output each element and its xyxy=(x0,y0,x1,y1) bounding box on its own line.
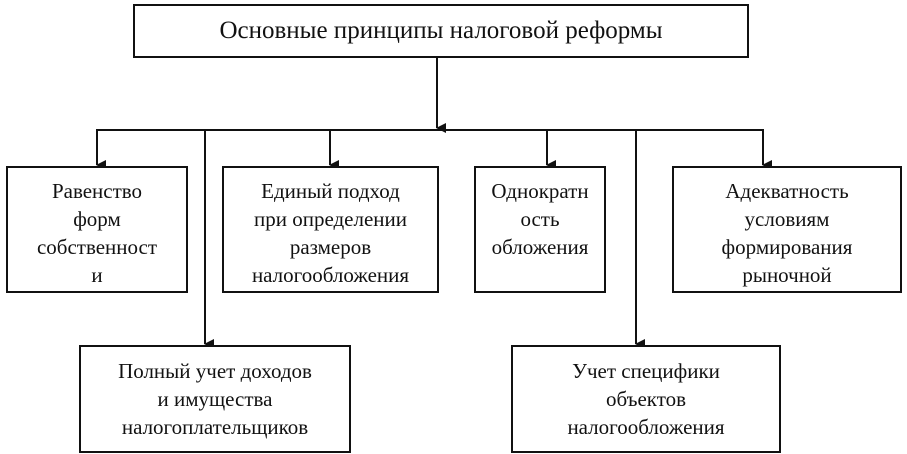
box-line: Полный учет доходов xyxy=(118,359,312,383)
box-line: обложения xyxy=(491,235,589,259)
box-line: форм xyxy=(73,207,121,231)
box-line: и имущества xyxy=(157,387,273,411)
principle-box-unified-approach: Единый подход при определении размеров н… xyxy=(222,166,439,293)
principle-box-object-specifics: Учет специфики объектов налогообложения xyxy=(511,345,781,453)
box-line: Однократн xyxy=(491,179,589,203)
box-line: рыночной xyxy=(742,263,832,287)
box-line: Адекватность xyxy=(725,179,849,203)
principle-box-equality-ownership: Равенство форм собственност и xyxy=(6,166,188,293)
principle-box-single-taxation: Однократн ость обложения xyxy=(474,166,606,293)
box-line: при определении xyxy=(253,207,408,231)
box-line: объектов xyxy=(605,387,687,411)
box-line: размеров xyxy=(289,235,372,259)
box-line: налогообложения xyxy=(251,263,410,287)
title-box: Основные принципы налоговой реформы xyxy=(133,4,749,58)
box-line: налогоплательщиков xyxy=(121,415,309,439)
box-line: ость xyxy=(520,207,560,231)
box-line: Единый подход xyxy=(261,179,400,203)
box-line: собственност xyxy=(36,235,158,259)
principle-box-market-adequacy: Адекватность условиям формирования рыноч… xyxy=(672,166,902,293)
box-line: формирования xyxy=(721,235,853,259)
box-line: условиям xyxy=(744,207,830,231)
box-line: налогообложения xyxy=(567,415,725,439)
title-text: Основные принципы налоговой реформы xyxy=(219,17,663,44)
box-line: Равенство xyxy=(51,179,143,203)
box-line: и xyxy=(91,263,103,287)
box-line: Учет специфики xyxy=(572,359,720,383)
principle-box-full-accounting: Полный учет доходов и имущества налогопл… xyxy=(79,345,351,453)
